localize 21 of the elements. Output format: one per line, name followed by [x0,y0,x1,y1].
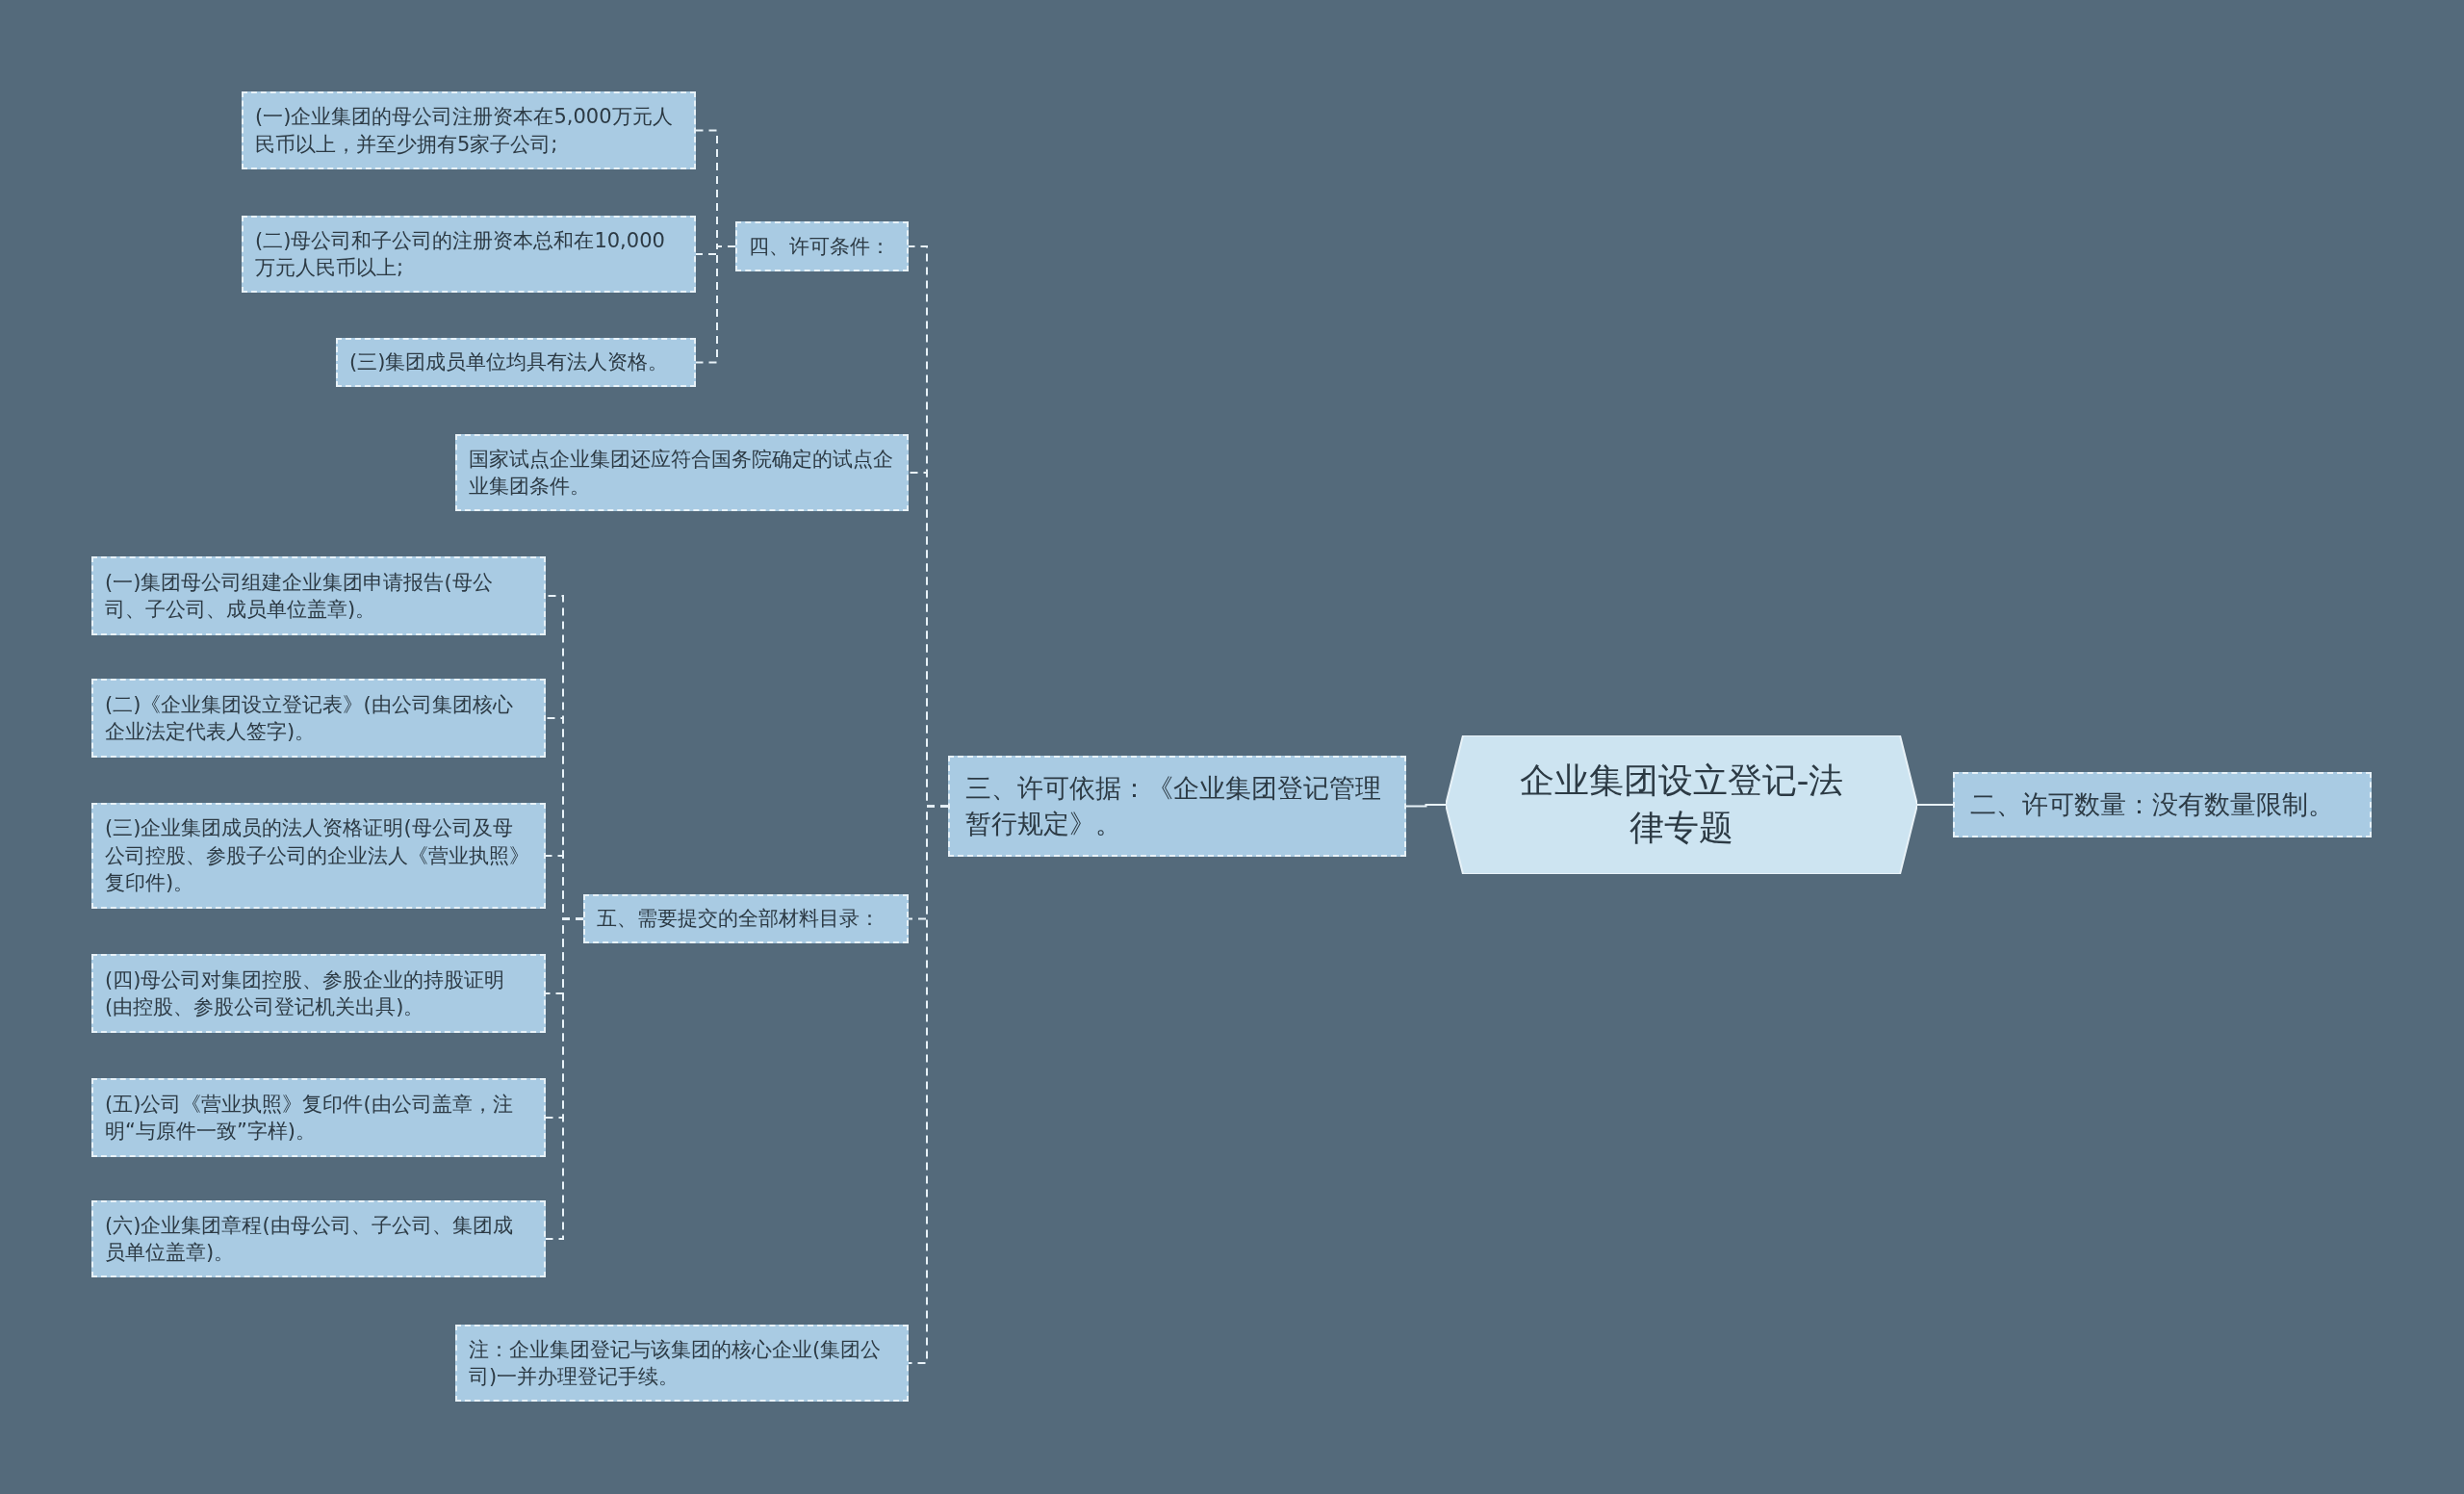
subtopic-box: (一)集团母公司组建企业集团申请报告(母公司、子公司、成员单位盖章)。 [91,556,546,635]
subtopic-box: (二)母公司和子公司的注册资本总和在10,000万元人民币以上; [242,216,696,293]
topic-box: 三、许可依据：《企业集团登记管理暂行规定》。 [948,756,1406,857]
subtopic-box: 五、需要提交的全部材料目录： [583,894,909,943]
subtopic-box: 四、许可条件： [735,221,909,271]
connector [1405,804,1447,808]
subtopic-box: (四)母公司对集团控股、参股企业的持股证明(由控股、参股公司登记机关出具)。 [91,954,546,1033]
subtopic-box: 国家试点企业集团还应符合国务院确定的试点企业集团条件。 [455,434,909,511]
connector [695,245,736,364]
subtopic-box: (五)公司《营业执照》复印件(由公司盖章，注明“与原件一致”字样)。 [91,1078,546,1157]
subtopic-box: (一)企业集团的母公司注册资本在5,000万元人民币以上，并至少拥有5家子公司; [242,91,696,169]
connector [908,805,949,1364]
subtopic-box: (三)企业集团成员的法人资格证明(母公司及母公司控股、参股子公司的企业法人《营业执照》复印件)。 [91,803,546,909]
connector [545,917,584,1240]
subtopic-box: (六)企业集团章程(由母公司、子公司、集团成员单位盖章)。 [91,1200,546,1277]
subtopic-box: 注：企业集团登记与该集团的核心企业(集团公司)一并办理登记手续。 [455,1325,909,1402]
subtopic-box: (三)集团成员单位均具有法人资格。 [336,338,696,387]
connector [1916,804,1954,806]
subtopic-box: (二)《企业集团设立登记表》(由公司集团核心企业法定代表人签字)。 [91,679,546,758]
topic-hexagon: 企业集团设立登记-法律专题 [1446,735,1917,874]
topic-box: 二、许可数量：没有数量限制。 [1953,772,2372,837]
